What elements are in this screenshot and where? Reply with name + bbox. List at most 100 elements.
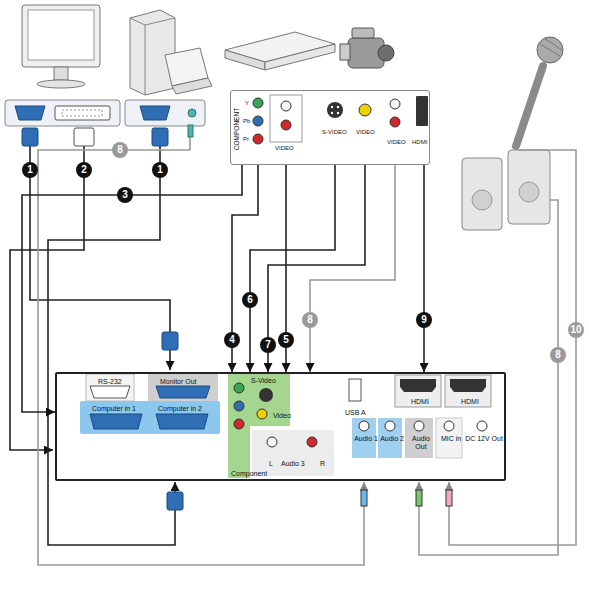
source-jacks — [253, 134, 263, 144]
monitor — [22, 5, 100, 88]
port-label: Component — [231, 470, 267, 478]
audio-cable — [38, 137, 576, 565]
projector-ports — [307, 437, 317, 447]
cable — [10, 146, 175, 545]
port-label: Audio Out — [407, 435, 435, 450]
dvd-player — [225, 32, 335, 70]
source-jack-panel: COMPONENTYPbPrVIDEOS-VIDEOVIDEOVIDEOHDMI — [230, 90, 430, 165]
projector-rear-panel: RS-232 Monitor OutComputer in 1 Computer i… — [55, 372, 506, 481]
port-label: Computer in 1 — [92, 405, 136, 413]
computer — [130, 10, 175, 95]
jack-label: COMPONENT — [233, 108, 240, 150]
jack-label: Pb — [243, 118, 250, 125]
source-jacks — [327, 102, 343, 118]
callout-number: 8 — [302, 312, 318, 328]
plug — [361, 490, 367, 506]
jack-label: Y — [245, 100, 249, 107]
projector-ports — [156, 414, 208, 429]
cable-connector — [423, 165, 425, 372]
speakers — [472, 190, 492, 210]
monitor-port-plate — [55, 106, 110, 120]
speakers — [508, 150, 550, 224]
projector-ports — [400, 379, 436, 392]
projector-ports — [477, 421, 487, 431]
monitor-port-plate — [62, 110, 102, 116]
port-label: RS-232 — [98, 378, 122, 386]
microphone — [516, 37, 563, 146]
monitor — [37, 80, 85, 88]
projector-ports — [80, 401, 220, 434]
cable-connector — [310, 165, 395, 372]
jack-label: Pr — [243, 136, 249, 143]
audio-cable — [419, 200, 558, 555]
speakers — [519, 182, 539, 202]
projector-ports — [80, 374, 491, 478]
monitor-port-plate — [15, 106, 45, 120]
port-label: Audio 3 — [281, 460, 305, 468]
jack-label: HDMI — [412, 139, 427, 146]
cable — [30, 146, 170, 370]
port-label: Monitor Out — [160, 378, 197, 386]
projector-ports — [234, 419, 244, 429]
port-label: R — [320, 460, 325, 468]
projector-ports — [234, 401, 244, 411]
projector-ports — [395, 375, 441, 407]
port-label: Video — [273, 412, 291, 420]
port-label: Audio 1 — [354, 435, 378, 443]
projector-ports — [90, 414, 142, 429]
dvd-player — [225, 50, 265, 70]
port-label: Audio 2 — [380, 435, 404, 443]
projector-ports — [349, 379, 361, 401]
callout-number: 1 — [22, 162, 38, 178]
callout-number: 5 — [278, 332, 294, 348]
source-jacks — [253, 116, 263, 126]
source-jacks — [270, 95, 302, 142]
camcorder — [378, 45, 394, 61]
cable — [10, 146, 84, 450]
projector-ports — [234, 383, 244, 393]
camcorder — [340, 44, 350, 60]
plug — [162, 332, 178, 350]
plug — [22, 125, 452, 510]
jack-label: S-VIDEO — [322, 129, 347, 136]
monitor-port-plate — [5, 100, 120, 126]
monitor — [22, 5, 100, 67]
port-label: HDMI — [411, 398, 429, 406]
source-jacks — [253, 98, 263, 108]
projector-ports — [359, 421, 369, 431]
port-label: USB A — [345, 409, 366, 417]
jack-label: VIDEO — [275, 145, 294, 152]
plug — [188, 125, 193, 137]
projector-ports — [156, 386, 210, 398]
monitor-port-plate — [5, 100, 120, 126]
callout-number: 4 — [224, 332, 240, 348]
camcorder — [340, 28, 394, 68]
port-label: DC 12V Out — [465, 435, 503, 443]
dvd-player — [265, 44, 335, 70]
projector-ports — [450, 379, 486, 392]
port-label: Computer in 2 — [158, 405, 202, 413]
plug — [416, 490, 422, 506]
audio-cable — [38, 137, 364, 565]
projector-ports — [90, 386, 130, 398]
audio-cable — [449, 150, 576, 545]
microphone — [540, 38, 562, 56]
source-jacks — [416, 96, 428, 126]
callout-number: 6 — [242, 292, 258, 308]
source-jacks — [359, 104, 371, 116]
jack-label: VIDEO — [356, 129, 375, 136]
projector-ports — [257, 409, 267, 419]
speakers — [462, 150, 550, 230]
plug — [74, 128, 94, 146]
jack-label: VIDEO — [387, 139, 406, 146]
callout-number: 7 — [260, 337, 276, 353]
projector-ports — [86, 374, 134, 401]
port-label: HDMI — [461, 398, 479, 406]
computer-port-plate — [125, 100, 205, 126]
cable-connector — [268, 165, 365, 372]
computer — [172, 78, 212, 94]
computer-port-plate — [140, 106, 170, 120]
projector-ports — [267, 437, 277, 447]
projector-ports — [228, 374, 250, 478]
source-jacks — [337, 106, 339, 108]
